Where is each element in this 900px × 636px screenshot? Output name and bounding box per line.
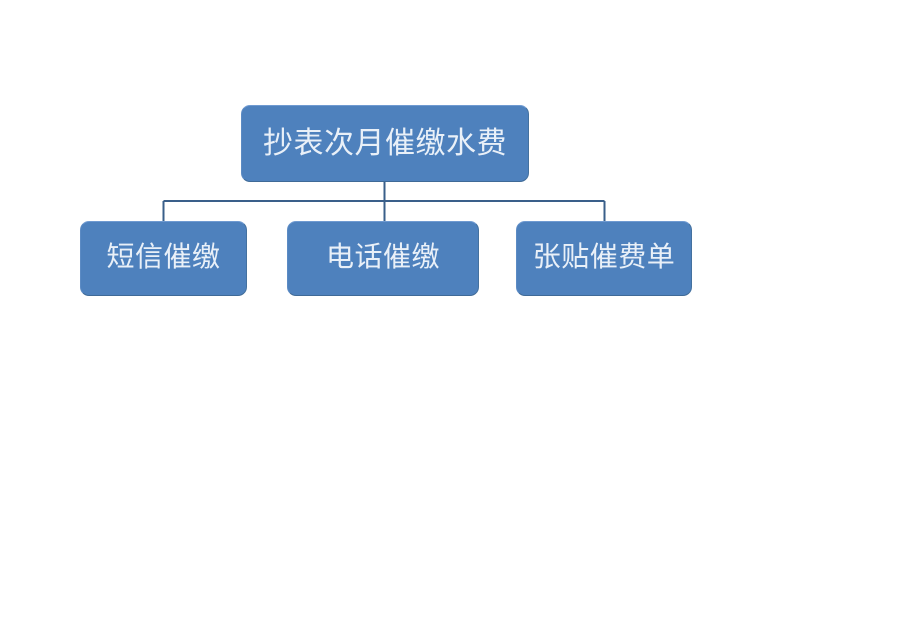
org-node-child-0[interactable]: 短信催缴 xyxy=(80,221,247,296)
org-node-child-0-label: 短信催缴 xyxy=(106,242,221,274)
org-node-child-1[interactable]: 电话催缴 xyxy=(287,221,479,296)
org-node-child-2-label: 张贴催费单 xyxy=(532,242,676,274)
org-node-child-2[interactable]: 张贴催费单 xyxy=(516,221,692,296)
org-node-child-1-label: 电话催缴 xyxy=(325,242,440,274)
org-node-root-label: 抄表次月催缴水费 xyxy=(263,127,507,160)
org-node-root[interactable]: 抄表次月催缴水费 xyxy=(241,105,529,182)
